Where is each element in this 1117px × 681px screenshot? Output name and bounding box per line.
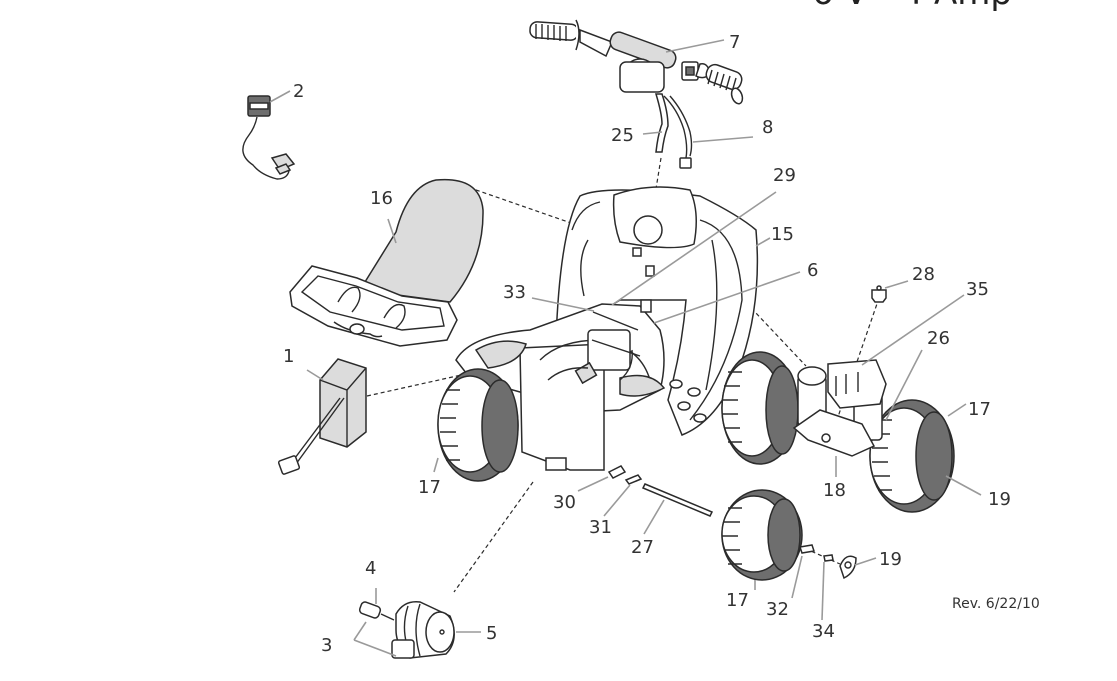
hubcap-part-19 — [839, 555, 857, 580]
wheel-far-right-part-17 — [869, 399, 955, 513]
callout-17-lower: 17 — [726, 590, 749, 611]
callout-1: 1 — [283, 346, 294, 367]
callout-15: 15 — [771, 224, 794, 245]
callout-31: 31 — [589, 517, 612, 538]
handlebar-part-7 — [529, 19, 744, 105]
callout-26: 26 — [927, 328, 950, 349]
callout-32: 32 — [766, 599, 789, 620]
callout-34: 34 — [812, 621, 835, 642]
motor-gearbox-part-4-5 — [358, 601, 455, 659]
callout-17-right: 17 — [968, 399, 991, 420]
title-fragment: 6 V - 4 Amp — [812, 0, 1012, 13]
callout-28: 28 — [912, 264, 935, 285]
callout-29: 29 — [773, 165, 796, 186]
callout-30: 30 — [553, 492, 576, 513]
callout-35: 35 — [966, 279, 989, 300]
callout-labels: 2 7 8 25 29 15 6 33 16 1 17 28 35 26 17 … — [283, 32, 1011, 656]
callout-27: 27 — [631, 537, 654, 558]
callout-17-left: 17 — [418, 477, 441, 498]
callout-33: 33 — [503, 282, 526, 303]
wheel-lower-part-17 — [721, 489, 803, 581]
charger-part-2 — [242, 95, 296, 180]
pin-part-31 — [624, 474, 643, 485]
callout-16: 16 — [370, 188, 393, 209]
callout-8: 8 — [762, 117, 773, 138]
callout-19-lower: 19 — [879, 549, 902, 570]
callout-18: 18 — [823, 480, 846, 501]
callout-2: 2 — [293, 81, 304, 102]
battery-part-1 — [277, 358, 367, 475]
revision-label: Rev. 6/22/10 — [952, 596, 1040, 612]
leader-lines — [269, 39, 982, 657]
callout-3: 3 — [321, 635, 332, 656]
callout-6: 6 — [807, 260, 818, 281]
callout-5: 5 — [486, 623, 497, 644]
steering-column-harness-part-25-8 — [654, 93, 693, 169]
callout-4: 4 — [365, 558, 376, 579]
small-hardware-parts — [607, 465, 857, 580]
clip-part-28 — [871, 285, 887, 303]
seat-part-16 — [289, 178, 484, 347]
callout-7: 7 — [729, 32, 740, 53]
bushing-part-30 — [607, 465, 627, 479]
wheel-right-rear-part-17 — [721, 351, 799, 465]
axle-part-27 — [641, 483, 714, 517]
rear-drive-gearbox-part-26 — [792, 359, 887, 457]
callout-25: 25 — [611, 125, 634, 146]
wheel-left-front-part-17 — [437, 368, 519, 482]
vehicle-body-part-15 — [455, 186, 759, 471]
nut-part-34 — [823, 554, 834, 562]
washer-part-32 — [799, 544, 815, 554]
callout-19-right: 19 — [988, 489, 1011, 510]
